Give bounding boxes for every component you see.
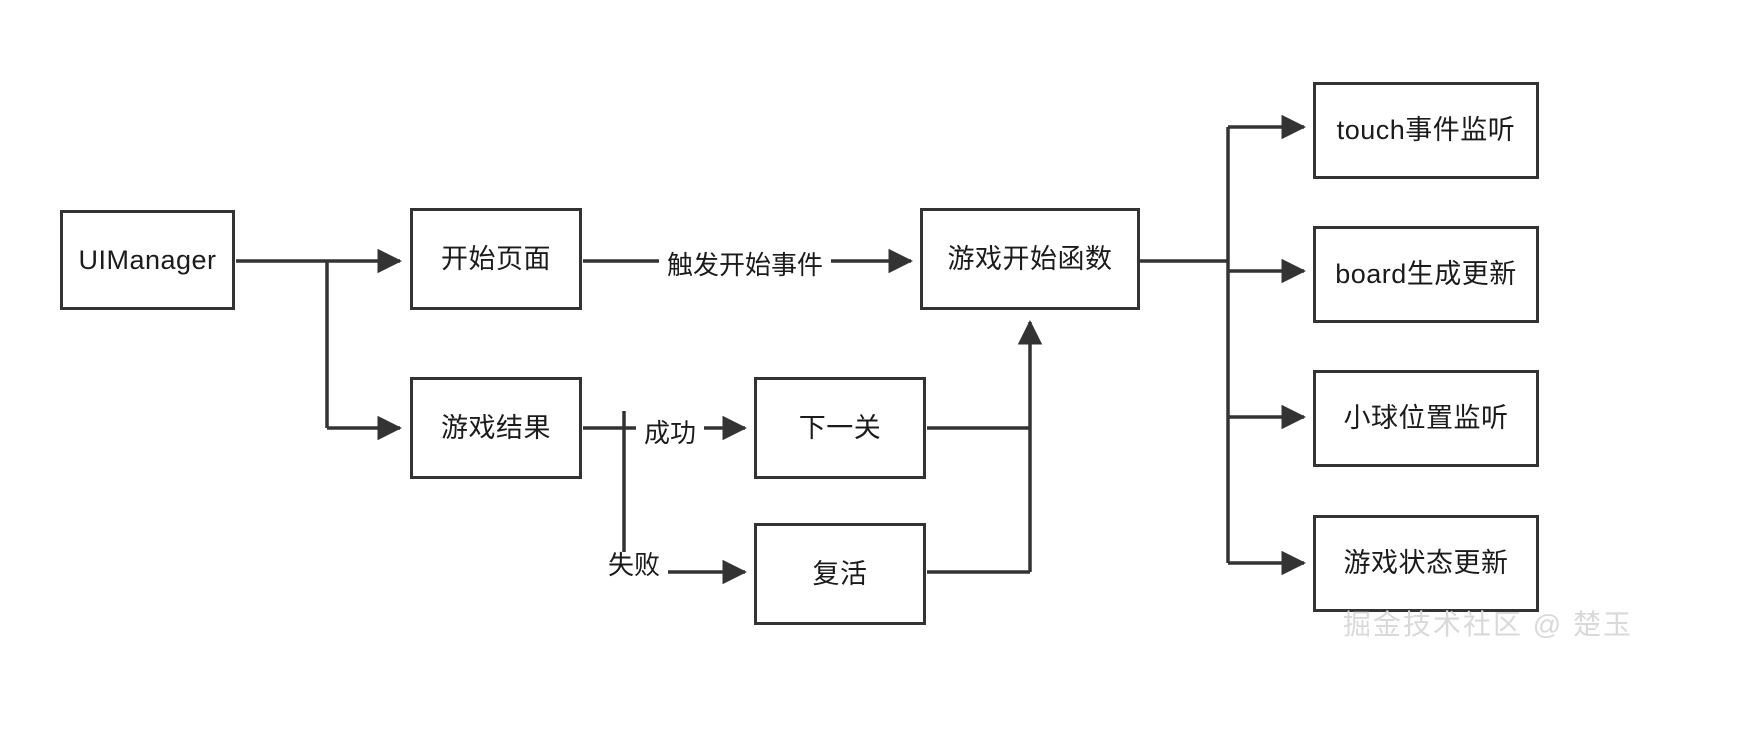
node-touch-event-listener[interactable]: touch事件监听 (1313, 82, 1539, 179)
node-next-level[interactable]: 下一关 (754, 377, 926, 479)
edge-label-failure: 失败 (600, 552, 669, 578)
node-uimanager[interactable]: UIManager (60, 210, 235, 310)
node-game-result[interactable]: 游戏结果 (410, 377, 582, 479)
edge-label-success: 成功 (636, 420, 705, 446)
node-ball-position-listener[interactable]: 小球位置监听 (1313, 370, 1539, 467)
edge-label-trigger-start-event: 触发开始事件 (659, 252, 832, 278)
node-game-state-update[interactable]: 游戏状态更新 (1313, 515, 1539, 612)
node-board-generate-update[interactable]: board生成更新 (1313, 226, 1539, 323)
node-game-start-function[interactable]: 游戏开始函数 (920, 208, 1140, 310)
node-revive[interactable]: 复活 (754, 523, 926, 625)
watermark: 掘金技术社区 @ 楚玉 (1343, 609, 1633, 640)
node-start-page[interactable]: 开始页面 (410, 208, 582, 310)
